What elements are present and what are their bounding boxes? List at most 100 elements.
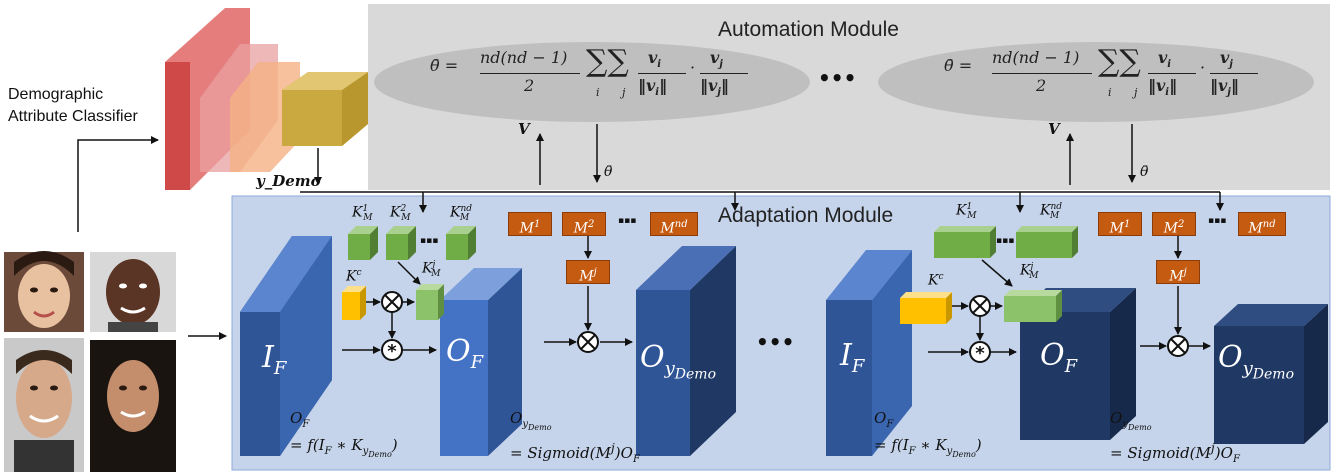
formula-left: θ̄ = <box>430 56 458 75</box>
equation-conv-left: OF = f(IF ∗ KyDemo) <box>290 409 398 459</box>
vj-norm-text: ‖v <box>700 76 718 95</box>
final-label-right: OyDemo <box>1218 340 1294 383</box>
input-label-left: IF <box>262 340 286 379</box>
final-feature-block-right <box>1214 304 1328 444</box>
m1-sup: 1 <box>533 219 541 230</box>
r-mj-text: M <box>1169 268 1184 285</box>
mask-m1-right: M1 <box>1098 212 1142 237</box>
m2-sup: 2 <box>587 219 595 230</box>
eq-r1-sub: y <box>522 419 528 430</box>
output-text-left: O <box>446 334 471 369</box>
r-kmj-text: K <box>1020 262 1031 279</box>
r-vj: v <box>1220 48 1230 67</box>
km1-label-left: K1M <box>352 204 373 224</box>
kernel-kmj-left <box>416 284 444 320</box>
formula-r-sums: ∑∑ <box>1098 44 1141 79</box>
formula-ellipsis: ••• <box>818 66 857 90</box>
eq-l2c: ) <box>391 436 398 454</box>
km2-label-left: K2M <box>390 204 411 224</box>
r-m1-sup: 1 <box>1123 219 1131 230</box>
face-image-4 <box>90 340 176 472</box>
formula-left-dot: · <box>690 58 695 77</box>
classifier-label-line1: Demographic <box>8 86 104 103</box>
formula-right-bar2 <box>1148 73 1196 74</box>
face-image-2 <box>90 252 176 332</box>
kernel-ellipsis-left: ▪▪▪ <box>420 236 439 246</box>
mask-mj-left: Mj <box>566 260 610 285</box>
input-sub-left: F <box>273 358 287 379</box>
vi-text: v <box>648 48 658 67</box>
v-label-left: V <box>518 120 530 138</box>
output-label-left: OF <box>446 334 483 373</box>
classifier-network <box>165 8 368 190</box>
kernel-kmnd-left <box>446 226 476 260</box>
classifier-label-line2: Attribute Classifier <box>8 108 138 125</box>
r-final-text: O <box>1218 340 1243 375</box>
theta-label-right: θ̄ <box>1140 164 1149 180</box>
r-mnd-sup: nd <box>1262 219 1276 230</box>
kernel-kmj-right <box>1004 290 1062 322</box>
formula-r-num: nd(nd − 1) <box>992 48 1080 67</box>
kc-label-left: Kc <box>346 268 362 285</box>
r-mj-sup: j <box>1183 267 1187 278</box>
kmnd-label-right: KndM <box>1040 202 1063 222</box>
formula-right-dot: · <box>1200 58 1205 77</box>
formula-lhs: θ̄ = <box>430 56 459 75</box>
r-km1-text: K <box>956 202 967 219</box>
r-dot: · <box>1200 58 1206 77</box>
output-sub-left: F <box>470 352 484 373</box>
final-text-left: O <box>640 340 665 375</box>
r-idx-i: i <box>1108 86 1112 99</box>
formula-right-vi-norm: ‖vi‖ <box>1148 76 1178 99</box>
mask-m2-left: M2 <box>562 212 606 237</box>
r-vi: v <box>1158 48 1168 67</box>
r-m2-text: M <box>1163 220 1178 237</box>
m2-text: M <box>573 220 588 237</box>
kernel-km1-right <box>934 226 996 258</box>
kernel-kc-left <box>342 286 366 320</box>
mask-ellipsis-left: ▪▪▪ <box>618 216 637 226</box>
mnd-sup: nd <box>674 219 688 230</box>
r-kc-text: K <box>928 272 939 289</box>
dot-text: · <box>690 58 696 77</box>
kmj-label-left: KjM <box>422 260 441 280</box>
idx-i: i <box>596 86 600 99</box>
vi-norm-text: ‖v <box>638 76 656 95</box>
r-eq-r1-sub: y <box>1122 419 1128 430</box>
formula-right-bar3 <box>1210 73 1258 74</box>
eq-l1-sub: F <box>302 419 310 430</box>
r-eq-r2b: )O <box>1214 444 1233 462</box>
formula-left-vi-norm: ‖vi‖ <box>638 76 668 99</box>
v-label-right: V <box>1048 120 1060 138</box>
automation-module-title: Automation Module <box>718 18 899 41</box>
unit-ellipsis: ••• <box>756 330 795 354</box>
formula-sums-text: ∑∑ <box>586 44 629 79</box>
eq-r1: O <box>510 409 523 427</box>
formula-right-vj-norm: ‖vj‖ <box>1210 76 1239 99</box>
kernel-ellipsis-right: ▪▪▪ <box>996 236 1015 246</box>
final-feature-block-left <box>636 246 736 456</box>
formula-right-vj: vj <box>1220 48 1233 71</box>
kernel-km2-left <box>386 226 416 260</box>
r-input-text: I <box>840 338 852 373</box>
mj-sup: j <box>593 267 597 278</box>
input-label-right: IF <box>840 338 864 377</box>
formula-right-numerator: nd(nd − 1) <box>992 48 1079 67</box>
r-vi-norm: ‖v <box>1148 76 1166 95</box>
kmnd-label-left: KndM <box>450 204 473 224</box>
formula-left-sums: ∑∑ <box>586 44 629 79</box>
kc-text: K <box>346 268 357 285</box>
formula-ellipse-right <box>878 42 1314 122</box>
mask-m2-right: M2 <box>1152 212 1196 237</box>
eq-l2b: ∗ K <box>331 436 363 454</box>
formula-left-idx-i: i <box>596 86 600 99</box>
r-eq-l1: O <box>874 409 887 427</box>
adaptation-module-title: Adaptation Module <box>718 204 894 227</box>
formula-right-denominator: 2 <box>1036 76 1046 95</box>
r-idx-j: j <box>1134 86 1138 99</box>
r-m1-text: M <box>1109 220 1124 237</box>
classifier-output-text: y_Demo <box>256 172 321 190</box>
r-kmnd-text: K <box>1040 202 1051 219</box>
